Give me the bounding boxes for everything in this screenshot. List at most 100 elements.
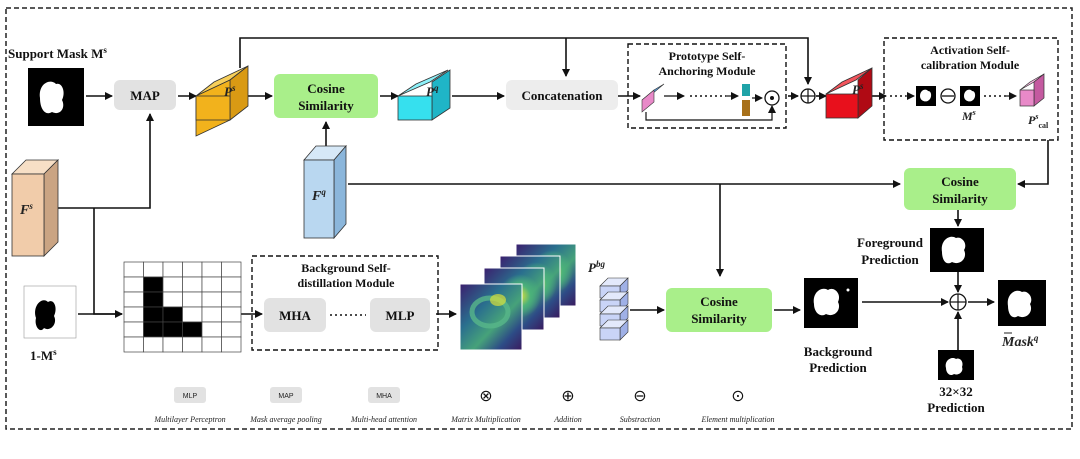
addition-node-top [800,88,816,104]
grid-cell [143,261,164,278]
grid-cell [143,291,164,308]
bsdm-title-line2: distillation Module [297,276,395,290]
connectors [56,37,1049,350]
grid-cell [201,336,222,353]
legend-text: Mask average pooling [249,415,322,424]
grid-cell [123,261,144,278]
inverse-mask-label: 1-Ms [30,347,57,363]
cosine-similarity-box-3 [904,168,1016,210]
grid-cell [143,336,164,353]
cosine-similarity-box-1 [274,74,378,118]
grid-cell [221,336,242,353]
support-mask-label: Support Mask Ms [8,45,107,61]
grid-cell [162,261,183,278]
legend-symbol: ⊗ [479,388,492,405]
ps-label: Ps [224,83,236,99]
grid-cell [221,306,242,323]
support-mask-image [28,68,84,126]
grid-cell [182,306,203,323]
grid-cell [162,321,183,338]
grid-cell [221,261,242,278]
grid-cell [182,321,203,338]
psam-frame [627,43,787,129]
grid-cell [162,291,183,308]
legend-symbol: MHA [376,393,392,400]
mask-grid [123,261,242,353]
bsdm-title-line1: Background Self- [301,261,390,275]
pq-prototype [397,69,451,121]
cosine1-line1: Cosine [307,81,345,96]
legend-item: ⊙ Element multiplication [700,388,774,424]
legend-item: ⊕ Addition [553,388,582,424]
grid-cell [123,306,144,323]
outer-frame [5,7,1073,430]
attention-heatmaps [459,243,577,351]
prediction-32x32-image [938,350,974,380]
legend-item: ⊗ Matrix Multiplication [450,388,521,424]
cosine2-line1: Cosine [700,294,738,309]
grid-cell [182,336,203,353]
grid-cell [201,276,222,293]
pq-label: Pq [426,83,439,99]
legend-symbol: ⊕ [561,388,574,405]
grid-cell [123,321,144,338]
grid-cell [143,306,164,323]
grid-cell [201,321,222,338]
prediction-32-line1: 32×32 [939,384,972,399]
grid-cell [201,291,222,308]
legend-symbol: MAP [278,393,294,400]
grid-cell [221,291,242,308]
legend-symbol: MLP [183,393,198,400]
legend-swatch [270,387,302,403]
grid-cell [162,276,183,293]
cosine3-line1: Cosine [941,174,979,189]
legend-text: Element multiplication [700,415,774,424]
foreground-prediction-line1: Foreground [857,235,924,250]
bsdm-frame [251,255,439,351]
legend-item: MAP Mask average pooling [249,387,322,424]
grid-cell [182,261,203,278]
cosine1-line2: Similarity [298,98,354,113]
legend-text: Matrix Multiplication [450,415,521,424]
grid-cell [143,321,164,338]
concatenation-label: Concatenation [522,88,604,103]
addition-node-bottom [949,293,967,311]
map-label: MAP [130,88,160,103]
grid-cell [201,261,222,278]
grid-cell [123,336,144,353]
grid-cell [221,276,242,293]
mlp-box [370,298,430,332]
psam-internals [641,83,780,121]
grid-cell [201,306,222,323]
foreground-prediction-line2: Prediction [861,252,919,267]
cosine2-line2: Similarity [691,311,747,326]
final-mask-label: Maskq [1001,333,1039,350]
legend-item: MHA Multi-head attention [350,387,417,424]
fs-label: Fs [19,201,33,218]
ps-prototype [195,65,249,137]
prediction-32-line2: Prediction [927,400,985,415]
legend-symbol: ⊙ [731,388,744,405]
grid-cell [123,276,144,293]
fs-feature-block [11,159,59,257]
grid-cell [162,336,183,353]
final-mask-image [998,280,1046,326]
inverse-mask-image [23,285,77,339]
cosine3-line2: Similarity [932,191,988,206]
legend-text: Addition [553,415,582,424]
mha-box [264,298,326,332]
fq-label: Fq [311,187,326,204]
legend-text: Multi-head attention [350,415,417,424]
mha-label: MHA [279,308,311,323]
cosine-similarity-box-2 [666,288,772,332]
grid-cell [182,276,203,293]
ps-red-label: Ps [852,81,864,97]
background-prediction-line1: Background [804,344,873,359]
ascm-internals [890,73,1045,107]
legend-text: Substraction [620,415,660,424]
grid-cell [143,276,164,293]
ascm-title-line2: calibration Module [921,58,1020,72]
legend-swatch [368,387,400,403]
